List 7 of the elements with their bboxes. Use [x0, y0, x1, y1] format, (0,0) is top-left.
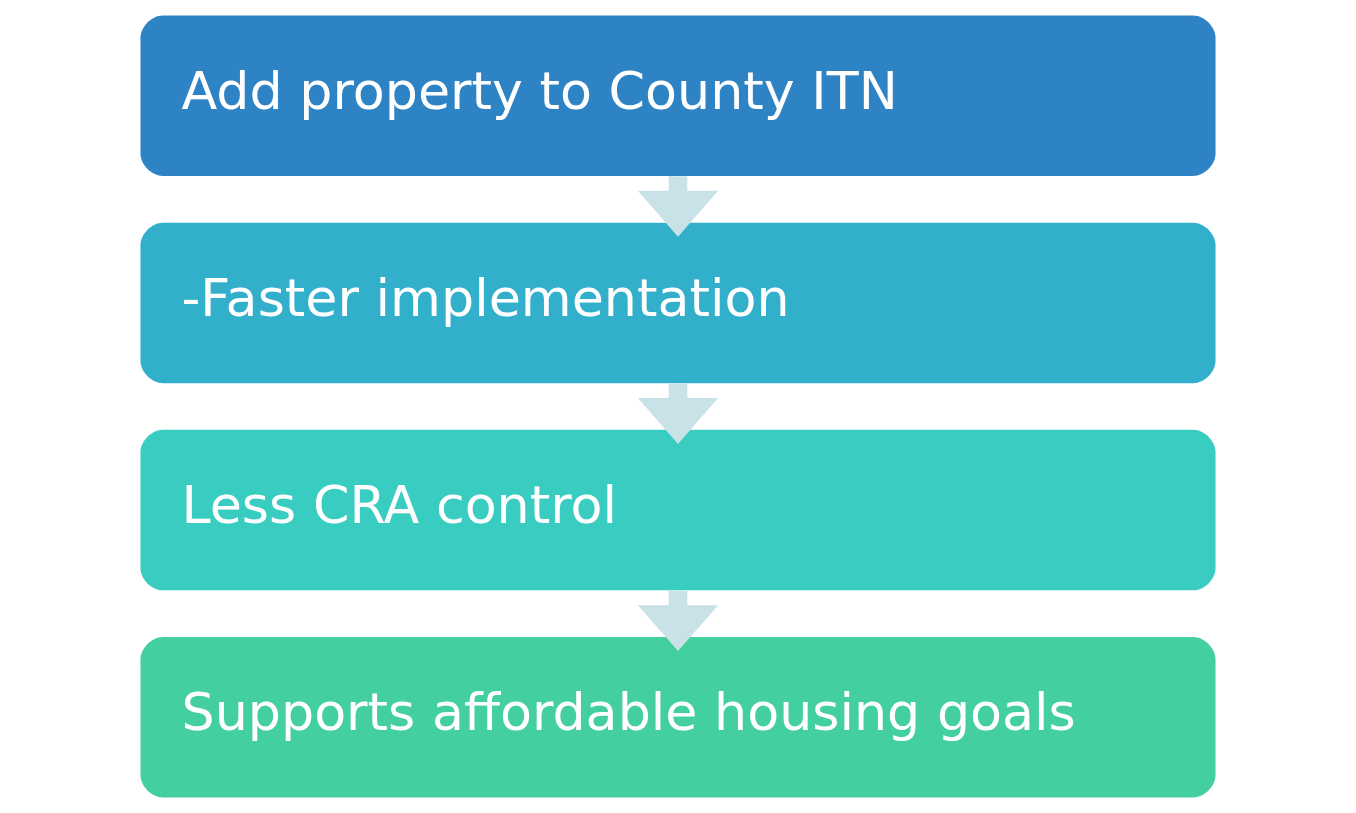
- node-box: -Faster implementation: [140, 222, 1216, 384]
- node-box: Less CRA control: [140, 429, 1216, 591]
- arrow: [637, 590, 719, 652]
- node-box: Add property to County ITN: [140, 15, 1216, 176]
- arrow: [637, 383, 719, 444]
- node-box: Supports affordable housing goals: [140, 637, 1216, 798]
- arrow: [637, 176, 719, 237]
